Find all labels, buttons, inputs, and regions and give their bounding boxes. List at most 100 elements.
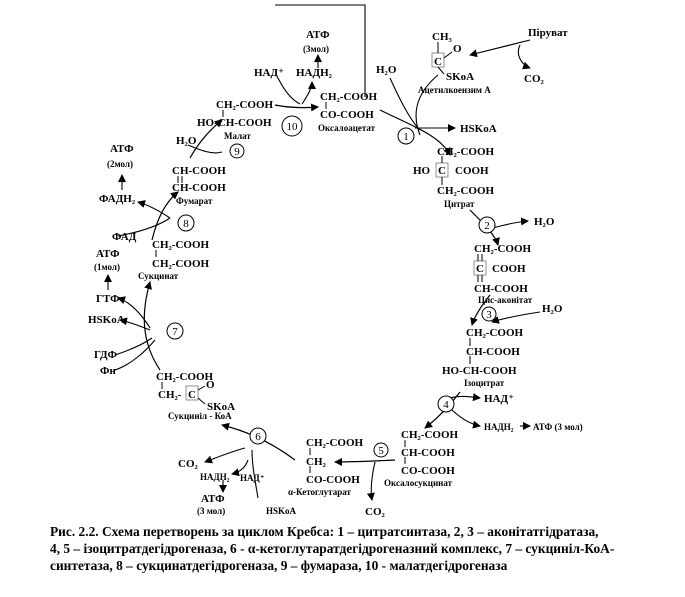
fad-label: ФАД	[112, 231, 137, 243]
succinyl-carbon-box	[185, 385, 199, 401]
cisaconitate-line2b: COOH	[492, 263, 526, 275]
malate-line1: CH₂-COOH	[216, 99, 274, 111]
ketoglutarate-line2: CH₂	[306, 456, 327, 468]
oxalosuccinate-line2: CH-COOH	[401, 447, 455, 459]
arrow-pyruvate-acetyl	[469, 39, 531, 58]
step-number-10: 10	[287, 121, 299, 133]
oxalosuccinate-line1: CH₂-COOH	[401, 429, 459, 441]
arrow-fn-7	[114, 339, 156, 371]
acetyl-name: Ацетилкоензим А	[418, 85, 491, 95]
acetyl-coa: CH₃ C O SKoA Ацетилкоензим А	[418, 31, 491, 95]
hskoa-step1-label: HSKoA	[460, 123, 497, 135]
fumarate-name: Фумарат	[176, 196, 213, 206]
step-circle-8	[177, 214, 195, 232]
arrow-h2o-in-1	[389, 77, 421, 131]
top-connector-line	[275, 4, 366, 97]
step-circles	[166, 115, 497, 458]
gdf-label: ГДФ	[94, 349, 117, 361]
oxaloacetate-line1: CH₂-COOH	[320, 91, 378, 103]
arrow-hskoa-7	[119, 317, 151, 331]
atf-step7-mol: (1мол)	[94, 262, 120, 272]
arrow-fadh2-8	[137, 200, 171, 219]
oxalosuccinate-line3: CO-COOH	[401, 465, 455, 477]
fumarate: CH-COOH CH-COOH Фумарат	[172, 165, 226, 206]
citrate-line3: CH₂-COOH	[437, 185, 495, 197]
isocitrate-line3: HO-CH-COOH	[442, 365, 517, 377]
arrow-h2o-9	[187, 144, 223, 154]
arc-malate-oxaloacetate	[274, 103, 319, 112]
atf-step10-mol: (3мол)	[303, 44, 329, 54]
arrow-gtf-7	[117, 296, 151, 329]
nadh-step10: НАДН₂	[296, 67, 333, 79]
caption-line-1: Рис. 2.2. Схема перетворень за циклом Кр…	[50, 524, 599, 539]
succinyl-line2b: C	[188, 389, 196, 401]
step-number-2: 2	[484, 220, 490, 232]
citrate: CH₂-COOH HO C COOH CH₂-COOH Цитрат	[413, 146, 495, 209]
arrow-nad-10	[277, 77, 301, 105]
step-number-3: 3	[486, 309, 492, 321]
step-number-9: 9	[234, 146, 240, 158]
cisaconitate-carbon-box	[473, 260, 487, 276]
nadh-step4: НАДН₂	[484, 422, 514, 432]
malate-line2: HO-CH-COOH	[197, 117, 272, 129]
fumarate-line2: CH-COOH	[172, 182, 226, 194]
arc-oxaloacetate-citrate	[379, 109, 451, 156]
atf-step6: АТФ	[201, 493, 225, 505]
atf-step8-mol: (2мол)	[107, 159, 133, 169]
step-circle-5	[373, 442, 389, 458]
acetyl-skoa-bond	[437, 66, 445, 75]
caption-line-2: 4, 5 – ізоцитратдегідрогеназа, 6 - α-кет…	[50, 541, 615, 556]
nad-step10: НАД⁺	[254, 67, 284, 79]
succinate: CH₂-COOH CH₂-COOH Сукцинат	[138, 239, 210, 281]
ketoglutarate-name: α-Кетоглутарат	[288, 487, 351, 497]
citrate-line2b: C	[438, 165, 446, 177]
atf-step4: АТФ (3 мол)	[533, 422, 583, 432]
arrow-gdf-7	[114, 337, 153, 356]
arc-succinyl-succinate	[143, 281, 161, 371]
succinyl-skoa: SKoA	[207, 401, 235, 413]
acetyl-o-bond	[443, 51, 453, 59]
arrow-nadh-4	[449, 407, 481, 429]
citrate-line2a: HO	[413, 165, 431, 177]
side-arrows	[104, 4, 541, 501]
h2o-step1-label: H₂O	[376, 64, 397, 76]
co2-step5: CO₂	[365, 506, 386, 518]
ketoglutarate-line1: CH₂-COOH	[306, 437, 364, 449]
step-circle-7	[166, 322, 184, 340]
oxaloacetate-name: Оксалоацетат	[318, 123, 376, 133]
h2o-step2-label: H₂O	[534, 216, 555, 228]
citrate-name: Цитрат	[444, 199, 475, 209]
nadh-step6: НАДН₂	[200, 472, 230, 482]
succinyl-o-bond	[197, 385, 206, 391]
arrow-fad-8	[117, 217, 171, 237]
succinyl-coa: CH₂-COOH CH₂- C O SKoA Сукциніл - КоА	[156, 371, 235, 421]
alpha-ketoglutarate: CH₂-COOH CH₂ CO-COOH α-Кетоглутарат	[288, 437, 364, 497]
atf-step8: АТФ	[110, 143, 134, 155]
co2-step6: CO₂	[178, 458, 199, 470]
arrow-pyruvate-co2	[517, 44, 531, 70]
atf-step6-mol: (3 мол)	[197, 506, 225, 516]
acetyl-oxygen: O	[453, 43, 462, 55]
bond-lines	[155, 42, 483, 473]
step-circle-10	[281, 115, 303, 137]
pyruvate-label: Піруват	[528, 27, 568, 39]
succinate-line2: CH₂-COOH	[152, 258, 210, 270]
krebs-cycle-diagram: 1 2 3 4 5 6 7 8 9 10	[88, 4, 583, 518]
cis-aconitate: CH₂-COOH C COOH CH-COOH Цис-аконітат	[474, 243, 533, 305]
citrate-line2c: COOH	[455, 165, 489, 177]
arc-cisaconitate-isocitrate	[470, 294, 491, 326]
malate: CH₂-COOH HO-CH-COOH Малат	[197, 99, 274, 141]
step-circle-2	[478, 216, 496, 234]
succinyl-skoa-bond	[197, 397, 206, 405]
caption-line-3: синтетаза, 8 – сукцинатдегідрогеназа, 9 …	[50, 558, 508, 573]
atf-step10: АТФ	[306, 29, 330, 41]
arrow-nad-4	[449, 393, 481, 402]
isocitrate-line2: CH-COOH	[466, 346, 520, 358]
oxalosuccinate: CH₂-COOH CH-COOH CO-COOH Оксалосукцинат	[384, 429, 459, 488]
step-numbers: 1 2 3 4 5 6 7 8 9 10	[172, 121, 492, 457]
h2o-step9-label: H₂O	[176, 135, 197, 147]
arc-fumarate-malate	[189, 119, 223, 159]
h2o-step3-label: H₂O	[542, 303, 563, 315]
arrow-h2o-in-3	[491, 311, 541, 324]
arrow-hskoa-6	[251, 449, 259, 499]
